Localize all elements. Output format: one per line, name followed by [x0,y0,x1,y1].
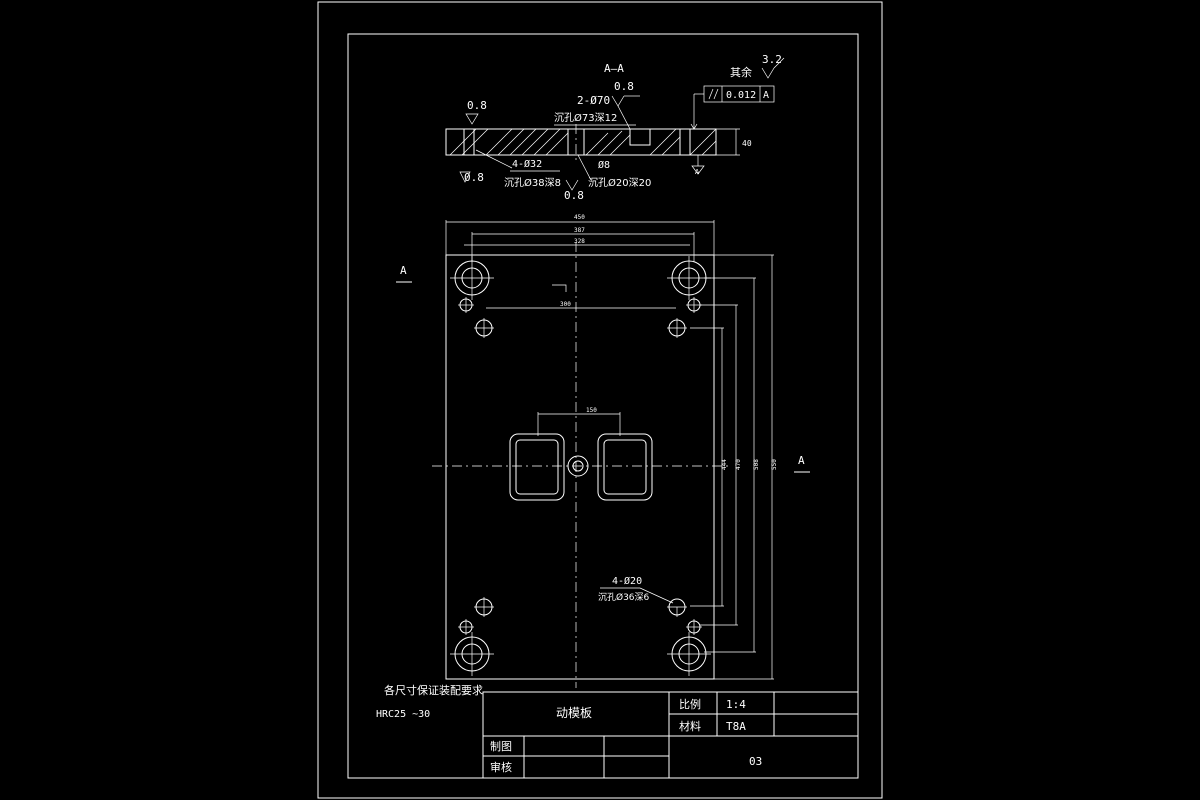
section-hole-right [679,128,691,156]
dim-top-mid: 387 [574,227,585,234]
plan-view: 450 387 328 300 150 444 470 508 550 A A [396,214,810,688]
checked-label: 审核 [490,760,512,774]
dim-right-2: 470 [735,459,742,470]
section-counterbore [629,128,651,146]
dim-top-overall: 450 [574,214,585,221]
roughness-mid: 0.8 [614,80,634,93]
thickness-dim: 40 [742,139,752,148]
roughness-bottom-mid: 0.8 [564,189,584,202]
guide-hole-top-right [667,256,711,300]
dim-right-1: 444 [721,459,728,470]
section-mark-left: A [400,264,407,277]
notes-title: 各尺寸保证装配要求 [384,683,483,697]
callout-counterbore-20: 沉孔Ø20深20 [588,176,651,189]
drawing-number: 03 [749,755,762,768]
inner-frame [347,33,859,779]
material-value: T8A [726,720,746,733]
cavity-pocket-right [597,433,653,501]
callout-counterbore-38: 沉孔Ø38深8 [504,176,561,189]
dim-center: 150 [586,407,597,414]
guide-hole-bottom-right [667,632,711,676]
callout-4-32: 4-Ø32 [512,158,542,170]
guide-hole-top-left [450,256,494,300]
guide-hole-bottom-left [450,632,494,676]
dim-right-4: 550 [771,459,778,470]
callout-counterbore-73: 沉孔Ø73深12 [554,111,617,124]
section-mark-right: A [798,454,805,467]
callout-2-70: 2-Ø70 [577,94,610,107]
section-label: A—A [604,62,624,75]
roughness-rest: 3.2 [762,53,782,66]
section-plate [445,128,717,156]
datum-flag: A [695,168,700,176]
plate-outline [445,254,715,680]
tolerance-datum: A [763,90,769,101]
note-rest: 其余 [730,65,752,79]
dim-right-3: 508 [753,459,760,470]
section-hatch [449,128,717,156]
dim-inner-holes: 300 [560,301,571,308]
scale-label: 比例 [679,697,701,711]
roughness-left: 0.8 [467,99,487,112]
notes-hardness: HRC25 ~30 [376,709,430,720]
callout-4-20: 4-Ø20 [612,575,642,587]
sprue-hole [567,455,589,477]
section-hole-left [463,128,475,156]
part-name: 动模板 [556,706,592,720]
callout-counterbore-36: 沉孔Ø36深6 [598,592,650,603]
roughness-bottom-left: 0.8 [464,171,484,184]
drawn-label: 制图 [490,740,512,753]
callout-d8: Ø8 [598,159,610,171]
material-label: 材料 [679,719,701,733]
dim-top-inner: 328 [574,238,585,245]
outer-frame [317,1,883,799]
cavity-pocket-left [509,433,565,501]
tolerance-value: 0.012 [726,90,756,101]
section-view: A—A 40 0.8 0.8 2-Ø70 沉孔Ø73深12 [445,53,785,202]
scale-value: 1:4 [726,698,746,711]
title-block: 动模板 比例 1:4 材料 T8A 制图 审核 03 [482,691,859,779]
